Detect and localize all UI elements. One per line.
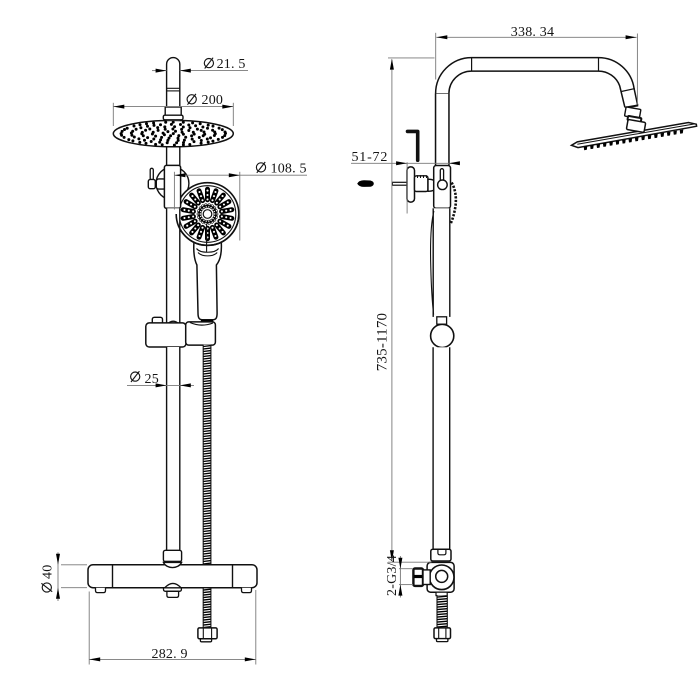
svg-text:25: 25 [145,372,159,387]
svg-text:40: 40 [41,565,56,579]
svg-text:735-1170: 735-1170 [375,313,391,372]
svg-text:200: 200 [202,93,224,108]
svg-text:2-G3/4: 2-G3/4 [385,555,400,596]
svg-text:21. 5: 21. 5 [217,57,246,72]
svg-text:282. 9: 282. 9 [152,647,188,662]
svg-text:51-72: 51-72 [352,150,389,165]
svg-text:338. 34: 338. 34 [511,25,554,40]
svg-text:108. 5: 108. 5 [271,162,307,177]
